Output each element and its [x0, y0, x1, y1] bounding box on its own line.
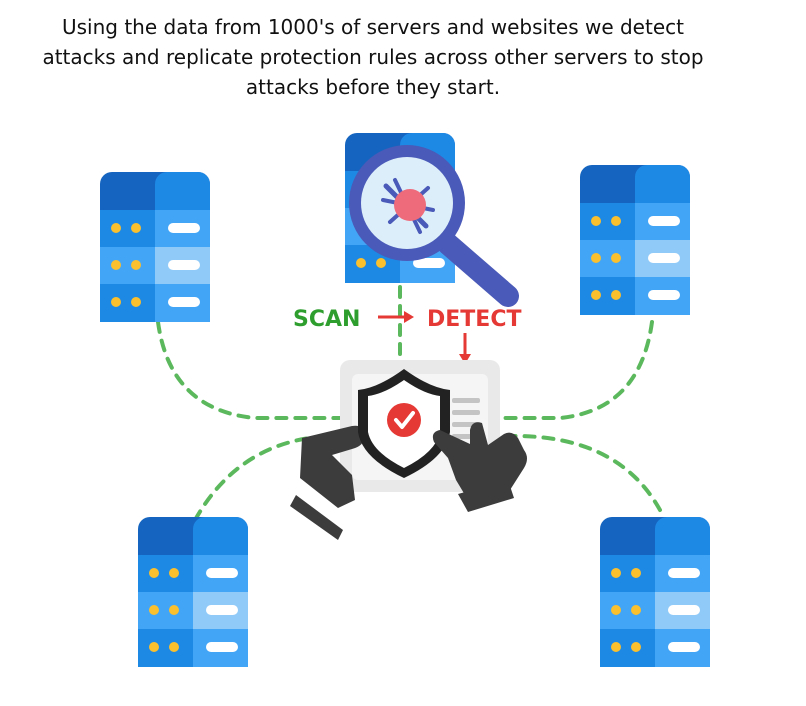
intro-line-1: Using the data from 1000's of servers an… [62, 15, 684, 39]
arrow-down-icon [459, 333, 471, 364]
hand-icon [432, 422, 527, 512]
hand-icon [290, 425, 365, 540]
link-top-left [156, 320, 422, 420]
server-icon [600, 517, 710, 667]
server-icon [138, 517, 248, 667]
link-bottom-right [418, 434, 662, 512]
link-top-right [418, 320, 654, 420]
bug-icon [381, 178, 435, 234]
intro-line-3: attacks before they start. [245, 75, 501, 99]
server-icon [580, 165, 690, 315]
arrow-right-icon [378, 311, 414, 323]
intro-line-2: attacks and replicate protection rules a… [42, 45, 704, 69]
intro-text: Using the data from 1000's of servers an… [10, 12, 736, 102]
detect-label: DETECT [427, 307, 521, 332]
scan-label: SCAN [293, 307, 360, 332]
shield-check-icon [358, 369, 450, 478]
server-icon [100, 172, 210, 322]
magnifier-icon [349, 145, 519, 307]
